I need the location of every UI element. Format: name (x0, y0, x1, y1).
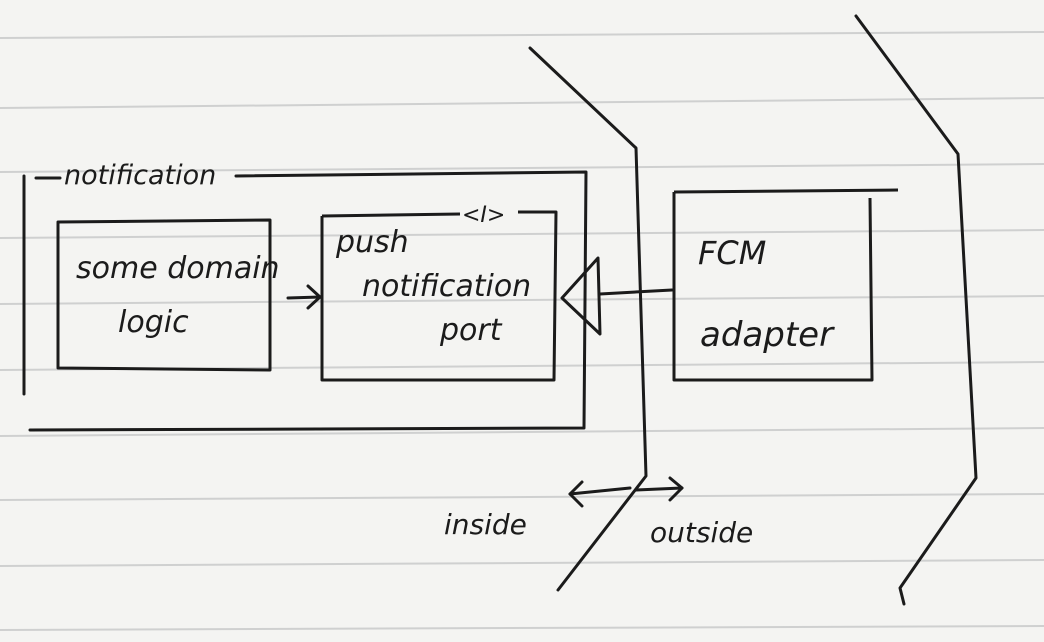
ruled-lines (0, 31, 1044, 631)
fcm-adapter-box: FCM adapter (672, 188, 899, 382)
inside-arrow-head (568, 480, 584, 508)
notification-group-frame (22, 170, 588, 432)
inside-arrow (568, 486, 632, 496)
port-label-line3: port (439, 313, 503, 348)
ruled-line (0, 625, 1044, 631)
domain-logic-label-line2: logic (118, 305, 189, 340)
ruled-line (0, 97, 1044, 109)
push-notification-port-box: <I> push notification port (320, 203, 558, 382)
port-label-line2: notification (362, 269, 531, 304)
port-label-line1: push (335, 225, 409, 260)
ruled-line (0, 427, 1044, 437)
fcm-adapter-border (672, 188, 899, 382)
fcm-adapter-label-line2: adapter (700, 315, 835, 355)
port-border-top-left (321, 212, 461, 218)
port-border (320, 210, 558, 382)
outside-arrow-head (668, 476, 684, 502)
outside-label: outside (650, 516, 753, 549)
domain-to-port-arrow (286, 284, 322, 310)
domain-logic-border (56, 218, 272, 372)
domain-logic-box: some domain logic (56, 218, 280, 372)
outside-arrow (634, 486, 684, 492)
connector-line (598, 288, 674, 296)
inside-outside-arrows (568, 476, 684, 508)
notification-group-label: notification (64, 160, 216, 191)
inside-label: inside (444, 508, 527, 541)
inner-boundary-line (528, 46, 648, 592)
ruled-line (0, 163, 1044, 173)
ruled-line (0, 493, 1044, 501)
realization-triangle (560, 256, 602, 336)
interface-marker: <I> (462, 203, 505, 228)
domain-logic-label-line1: some domain (76, 251, 280, 286)
outer-boundary-line (854, 14, 978, 606)
adapter-implements-port-connector (560, 256, 674, 336)
ruled-line (0, 559, 1044, 567)
fcm-adapter-label-line1: FCM (698, 234, 766, 272)
